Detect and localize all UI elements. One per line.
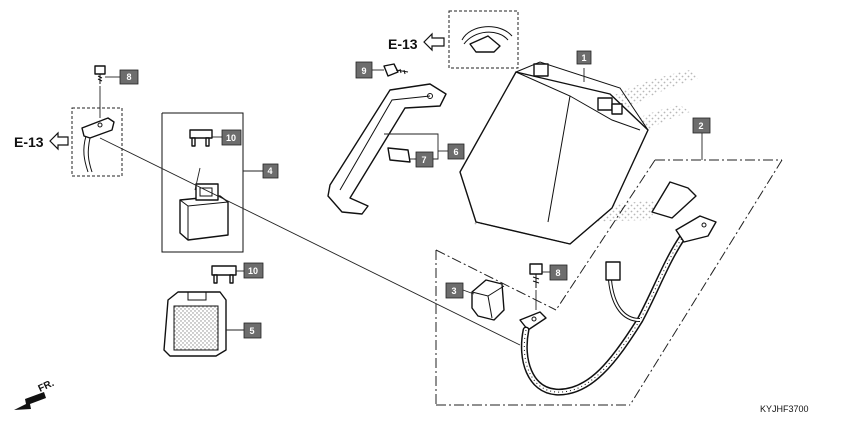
rubber-pad — [387, 147, 411, 163]
battery-holder-bracket — [327, 83, 447, 215]
top-dashed-frame — [448, 10, 519, 69]
callout-6-label: 6 — [453, 147, 458, 157]
callout-1: 1 — [576, 50, 592, 65]
callout-3: 3 — [445, 282, 464, 299]
callout-8-left: 8 — [119, 69, 139, 85]
bolt-8-top — [94, 65, 106, 84]
callout-5-label: 5 — [249, 326, 254, 336]
bolt-8-right — [529, 263, 543, 288]
callout-3-label: 3 — [451, 286, 456, 296]
front-label: FR. — [37, 378, 56, 395]
e13-top-reference: E-13 — [388, 10, 519, 69]
harness-group — [435, 133, 783, 406]
callout-6: 6 — [447, 143, 465, 160]
callout-4: 4 — [262, 163, 279, 179]
callout-4-label: 4 — [267, 166, 272, 176]
front-direction-indicator: FR. — [14, 378, 56, 410]
diagram-code: KYJHF3700 — [760, 404, 809, 414]
battery — [459, 61, 649, 245]
callout-10-top: 10 — [221, 129, 242, 146]
terminal-cover — [471, 279, 505, 321]
e13-left-reference: E-13 — [14, 131, 69, 151]
relay-group — [161, 112, 264, 253]
front-arrow-icon — [14, 392, 46, 410]
callout-7-label: 7 — [421, 155, 426, 165]
left-bracket-group — [71, 65, 123, 177]
left-dashed-frame — [71, 107, 123, 177]
callout-10-bottom: 10 — [243, 262, 264, 279]
callout-2: 2 — [692, 117, 711, 134]
bolt-9 — [383, 63, 409, 77]
leader-long — [99, 137, 521, 346]
callout-9: 9 — [355, 61, 373, 79]
fuse-10-top — [189, 129, 213, 147]
callout-10-bottom-label: 10 — [248, 266, 258, 276]
left-arrow-icon — [49, 131, 69, 151]
e13-left-text: E-13 — [14, 134, 44, 150]
fuse-10-bottom — [211, 265, 237, 284]
wire-connector — [605, 261, 621, 281]
callout-1-label: 1 — [581, 53, 586, 63]
callout-8-right: 8 — [549, 264, 568, 281]
fuse-box-group — [163, 265, 244, 357]
relay-frame — [161, 112, 244, 253]
clamp-bracket — [81, 117, 115, 139]
callout-9-label: 9 — [361, 66, 366, 76]
callout-8-left-label: 8 — [126, 72, 131, 82]
fuse-box-5 — [163, 291, 227, 357]
callout-7: 7 — [415, 151, 434, 168]
top-arrow-icon — [423, 32, 445, 52]
callout-10-top-label: 10 — [226, 133, 236, 143]
harness-clip — [651, 181, 697, 219]
relay-box — [179, 183, 229, 241]
callout-2-label: 2 — [698, 121, 703, 131]
callout-5: 5 — [243, 322, 262, 339]
e13-top-text: E-13 — [388, 36, 418, 52]
battery-bracket-group — [327, 63, 448, 215]
callout-8-right-label: 8 — [555, 268, 560, 278]
